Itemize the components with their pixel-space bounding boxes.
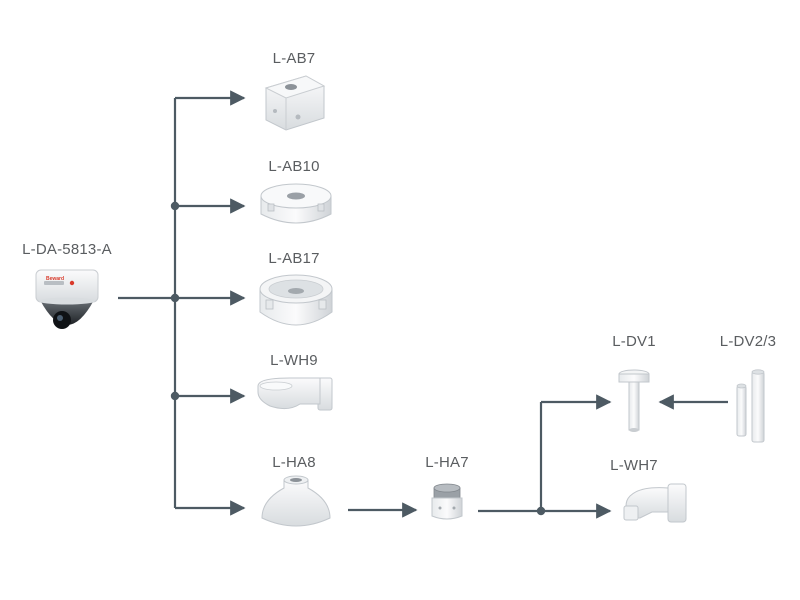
camera-label: L-DA-5813-A	[22, 241, 112, 258]
l-dv1-label: L-DV1	[612, 333, 656, 350]
l-ab7-label: L-AB7	[272, 50, 316, 67]
l-wh9-image	[257, 377, 333, 411]
l-ab10-image	[260, 183, 332, 224]
l-ab17-label: L-AB17	[268, 250, 320, 267]
l-dv23-label: L-DV2/3	[719, 333, 777, 350]
junction-dot	[170, 391, 180, 401]
l-dv23-image	[736, 369, 765, 443]
l-wh7-label: L-WH7	[610, 457, 658, 474]
l-dv1-image	[618, 369, 650, 432]
junction-dot	[170, 201, 180, 211]
junction-dots	[170, 201, 546, 516]
l-ab10-label: L-AB10	[268, 158, 320, 175]
junction-dot	[170, 293, 180, 303]
l-wh9-label: L-WH9	[270, 352, 318, 369]
l-ab17-image	[259, 274, 333, 326]
l-ha7-label: L-HA7	[425, 454, 469, 471]
junction-dot	[536, 506, 546, 516]
camera-image	[35, 269, 99, 329]
connector-lines	[118, 90, 728, 519]
l-ha7-image	[431, 483, 463, 520]
l-ha8-image	[261, 475, 331, 527]
l-ha8-label: L-HA8	[272, 454, 316, 471]
l-wh7-image	[623, 483, 687, 523]
camera-brand-logo: Beward	[46, 276, 65, 282]
l-ab7-image	[264, 75, 326, 131]
